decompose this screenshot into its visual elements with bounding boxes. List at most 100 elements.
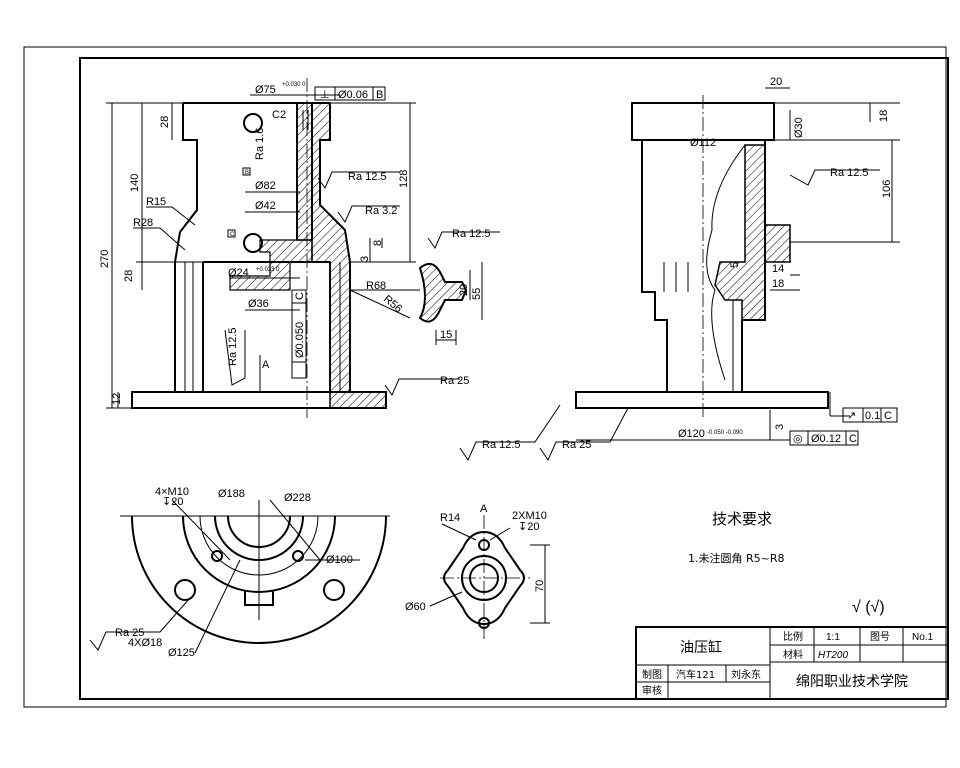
base-d125: Ø125 xyxy=(168,647,195,659)
tb-drawer-name: 刘永东 xyxy=(731,668,761,681)
datum-a-label: A xyxy=(262,359,270,371)
tb-material-label: 材料 xyxy=(783,648,803,661)
tb-drawn-label: 制图 xyxy=(642,668,662,681)
title-block-text: 油压缸 比例 1:1 图号 No.1 材料 HT200 制图 汽车121 刘永东… xyxy=(642,630,934,697)
dim-d24: Ø24 xyxy=(228,267,249,279)
dim-d24-tol: +0.023 0 xyxy=(256,267,280,273)
radius-r15: R15 xyxy=(146,196,166,208)
tb-material-value: HT200 xyxy=(818,650,848,661)
tb-part-name: 油压缸 xyxy=(680,639,722,656)
tb-drawing-no-label: 图号 xyxy=(870,631,890,643)
ra-3-2: Ra 3.2 xyxy=(365,205,397,217)
base-d188: Ø188 xyxy=(218,488,245,500)
perp-tolerance: Ø0.06 xyxy=(338,89,368,101)
dim-12: 12 xyxy=(111,393,123,405)
dim-8: 8 xyxy=(372,240,384,246)
dim-d42: Ø42 xyxy=(255,200,276,212)
concentricity-datum: C xyxy=(294,292,306,300)
detail-r14: R14 xyxy=(440,512,460,524)
ra-12-5-bottom: Ra 12.5 xyxy=(482,439,521,451)
base-d100: Ø100 xyxy=(326,554,353,566)
runout-datum: C xyxy=(884,410,892,422)
datum-box-b: B xyxy=(245,170,249,176)
front-section-view xyxy=(106,78,500,418)
side-view-labels: 20 Ø30 18 Ø112 Ra 12.5 106 14 18 5 ↗ 0.1… xyxy=(482,76,893,451)
dim-d36: Ø36 xyxy=(248,298,269,310)
base-ra-25: Ra 25 xyxy=(115,627,144,639)
tb-scale-label: 比例 xyxy=(783,630,803,643)
base-view-labels: 4×M10 ↧20 Ø188 Ø228 Ø100 Ra 25 4XØ18 Ø12… xyxy=(115,486,353,659)
detail-a-title: A xyxy=(480,503,488,515)
conc-symbol: ◎ xyxy=(793,433,803,445)
tb-class-value: 汽车121 xyxy=(676,668,715,681)
base-holes: 4XØ18 xyxy=(128,637,162,649)
side-dim-3: 3 xyxy=(774,424,786,430)
perp-datum: B xyxy=(376,89,383,101)
dim-15-handle: 15 xyxy=(440,329,452,341)
detail-a-labels: A R14 2XM10 ↧20 70 Ø60 xyxy=(405,503,547,613)
ra-25: Ra 25 xyxy=(440,375,469,387)
side-ra-12-5: Ra 12.5 xyxy=(830,167,869,179)
concentricity-tol: Ø0.050 xyxy=(294,322,306,358)
ra-12-5-c: Ra 12.5 xyxy=(227,327,239,366)
detail-dim-70: 70 xyxy=(534,580,546,592)
handle-section xyxy=(349,262,483,345)
runout-tolerance: 0.1 xyxy=(865,410,880,422)
base-d228: Ø228 xyxy=(284,492,311,504)
detail-d60: Ø60 xyxy=(405,601,426,613)
dim-3: 3 xyxy=(359,256,371,262)
side-dim-5: 5 xyxy=(729,262,741,268)
side-dim-d120: Ø120 xyxy=(678,428,705,440)
ra-12-5-b: Ra 12.5 xyxy=(452,228,491,240)
radius-r56: R56 xyxy=(381,293,404,315)
side-dim-106: 106 xyxy=(881,180,893,198)
datum-box-c: C xyxy=(230,232,235,238)
detail-m10-depth: ↧20 xyxy=(518,521,539,533)
dim-128: 128 xyxy=(398,170,410,188)
perp-symbol: ⊥ xyxy=(320,89,330,101)
ra-12-5-a: Ra 12.5 xyxy=(348,171,387,183)
base-m10: 4×M10 xyxy=(155,486,189,498)
roughness-mark: √ (√) xyxy=(852,599,885,616)
dim-55-handle: 55 xyxy=(471,288,483,300)
dim-270: 270 xyxy=(99,250,111,268)
technical-notes: 技术要求 1.未注圆角 R5~R8 √ (√) xyxy=(688,510,885,616)
tb-drawing-no-value: No.1 xyxy=(912,632,934,643)
dim-d82: Ø82 xyxy=(255,180,276,192)
detail-view-a xyxy=(429,515,550,640)
side-view xyxy=(459,87,900,462)
detail-m10: 2XM10 xyxy=(512,510,547,522)
side-dim-18-top: 18 xyxy=(878,110,890,122)
radius-r68: R68 xyxy=(366,280,386,292)
dim-140: 140 xyxy=(129,174,141,192)
base-half-view xyxy=(89,499,390,654)
radius-r28: R28 xyxy=(133,217,153,229)
side-dim-20: 20 xyxy=(770,76,782,88)
side-dim-d30: Ø30 xyxy=(793,117,805,138)
dim-od75-tol: +0.030 0 xyxy=(282,82,306,88)
dim-28-mid: 28 xyxy=(123,270,135,282)
notes-line-1: 1.未注圆角 R5~R8 xyxy=(688,551,785,565)
dim-20-handle: 20 xyxy=(458,284,470,296)
outer-border xyxy=(23,46,947,708)
side-dim-d120-tol: -0.050 -0.090 xyxy=(707,430,743,436)
front-view-labels: Ø75 +0.030 0 ⊥ Ø0.06 B C2 Ra 1.6 Ra 12.5… xyxy=(99,82,491,405)
side-concentricity-tol: Ø0.12 xyxy=(811,433,841,445)
ra-25-bottom: Ra 25 xyxy=(562,439,591,451)
title-block xyxy=(635,626,949,700)
dim-28-top: 28 xyxy=(159,116,171,128)
base-m10-depth: ↧20 xyxy=(162,496,183,508)
inner-border xyxy=(79,57,949,700)
chamfer-c2: C2 xyxy=(272,109,286,121)
tb-school: 绵阳职业技术学院 xyxy=(796,673,908,690)
side-dim-14: 14 xyxy=(772,263,784,275)
dim-od75: Ø75 xyxy=(255,84,276,96)
runout-symbol: ↗ xyxy=(847,410,856,422)
side-dim-18-bottom: 18 xyxy=(772,278,784,290)
ra-1-6: Ra 1.6 xyxy=(254,128,266,160)
notes-title: 技术要求 xyxy=(712,510,772,528)
side-dim-d112: Ø112 xyxy=(690,137,716,149)
tb-check-label: 审核 xyxy=(642,684,662,697)
side-concentricity-datum: C xyxy=(849,433,857,445)
